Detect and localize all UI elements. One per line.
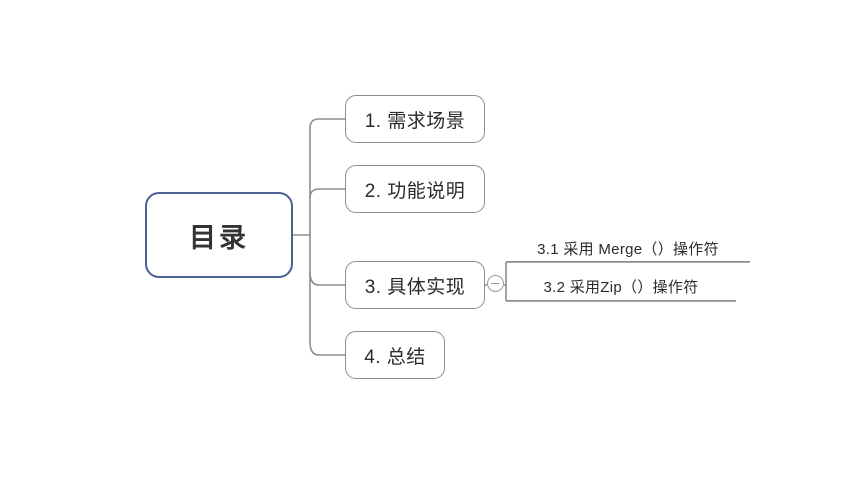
mindmap-branch-node-2[interactable]: 2. 功能说明 xyxy=(345,165,485,213)
mindmap-leaf-node-3-1[interactable]: 3.1 采用 Merge（）操作符 xyxy=(506,236,750,262)
mindmap-branch-node-1[interactable]: 1. 需求场景 xyxy=(345,95,485,143)
branch-node-2-label: 2. 功能说明 xyxy=(364,180,466,202)
branch-node-3-label: 3. 具体实现 xyxy=(364,276,466,298)
leaf-node-3-1-label: 3.1 采用 Merge（）操作符 xyxy=(537,241,719,258)
branch-node-1-label: 1. 需求场景 xyxy=(364,110,466,132)
mindmap-branch-node-3[interactable]: 3. 具体实现 xyxy=(345,261,485,309)
connector-to-node-2 xyxy=(309,188,345,199)
connector-to-node-1 xyxy=(309,118,345,129)
mindmap-root-node[interactable]: 目录 xyxy=(145,192,293,278)
minus-circle-icon[interactable] xyxy=(487,275,504,292)
root-node-label: 目录 xyxy=(189,222,249,253)
mindmap-branch-node-4[interactable]: 4. 总结 xyxy=(345,331,445,379)
mindmap-leaf-node-3-2[interactable]: 3.2 采用Zip（）操作符 xyxy=(506,273,736,301)
leaf-node-3-2-label: 3.2 采用Zip（）操作符 xyxy=(543,279,699,296)
connector-to-node-3 xyxy=(309,271,345,286)
connector-to-node-4 xyxy=(309,341,345,356)
branch-node-4-label: 4. 总结 xyxy=(364,346,426,368)
